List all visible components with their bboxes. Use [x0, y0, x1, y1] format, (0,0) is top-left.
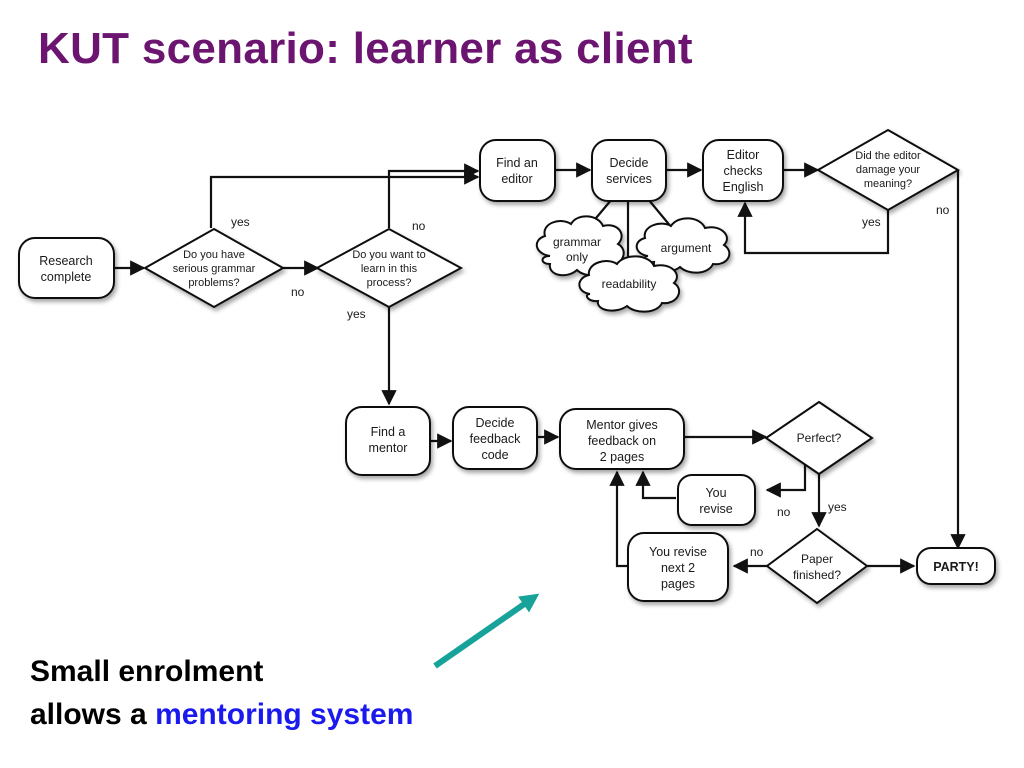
label-grammar-no: no [291, 285, 305, 299]
label-learn-no: no [412, 219, 426, 233]
node-party: PARTY! [916, 547, 996, 585]
caption-prefix: allows a [30, 698, 156, 731]
label-perfect-no: no [777, 505, 791, 519]
decision-perfect: Perfect? [764, 400, 874, 476]
edge-revisenext-to-mentorgives [609, 470, 628, 568]
slide-title: KUT scenario: learner as client [38, 24, 693, 73]
caption-highlight: mentoring system [155, 698, 414, 731]
label-learn-yes: yes [347, 307, 366, 321]
edge-labels: yes no no yes no yes no yes no [231, 203, 950, 559]
caption-line-2: allows a mentoring system [30, 693, 413, 736]
label-finished-no: no [750, 545, 764, 559]
edge-learn-no [387, 163, 480, 228]
label-grammar-yes: yes [231, 215, 250, 229]
label-damage-yes: yes [862, 215, 881, 229]
edge-damage-yes [737, 201, 890, 255]
edge-grammar-yes [209, 169, 480, 228]
caption: Small enrolment allows a mentoring syste… [30, 650, 413, 736]
cloud-argument: argument [635, 217, 731, 274]
svg-text:argument: argument [661, 241, 712, 255]
svg-text:readability: readability [602, 277, 657, 291]
label-damage-no: no [936, 203, 950, 217]
svg-text:Perfect?: Perfect? [797, 431, 842, 445]
cloud-readability: readability [578, 255, 680, 313]
edge-perfect-no [765, 456, 807, 498]
edge-revise-to-mentorgives [635, 470, 676, 500]
teal-pointer-arrow [433, 593, 540, 669]
caption-line-1: Small enrolment [30, 655, 264, 688]
label-perfect-yes: yes [828, 500, 847, 514]
service-line-3 [647, 198, 673, 229]
svg-text:PARTY!: PARTY! [933, 560, 979, 574]
